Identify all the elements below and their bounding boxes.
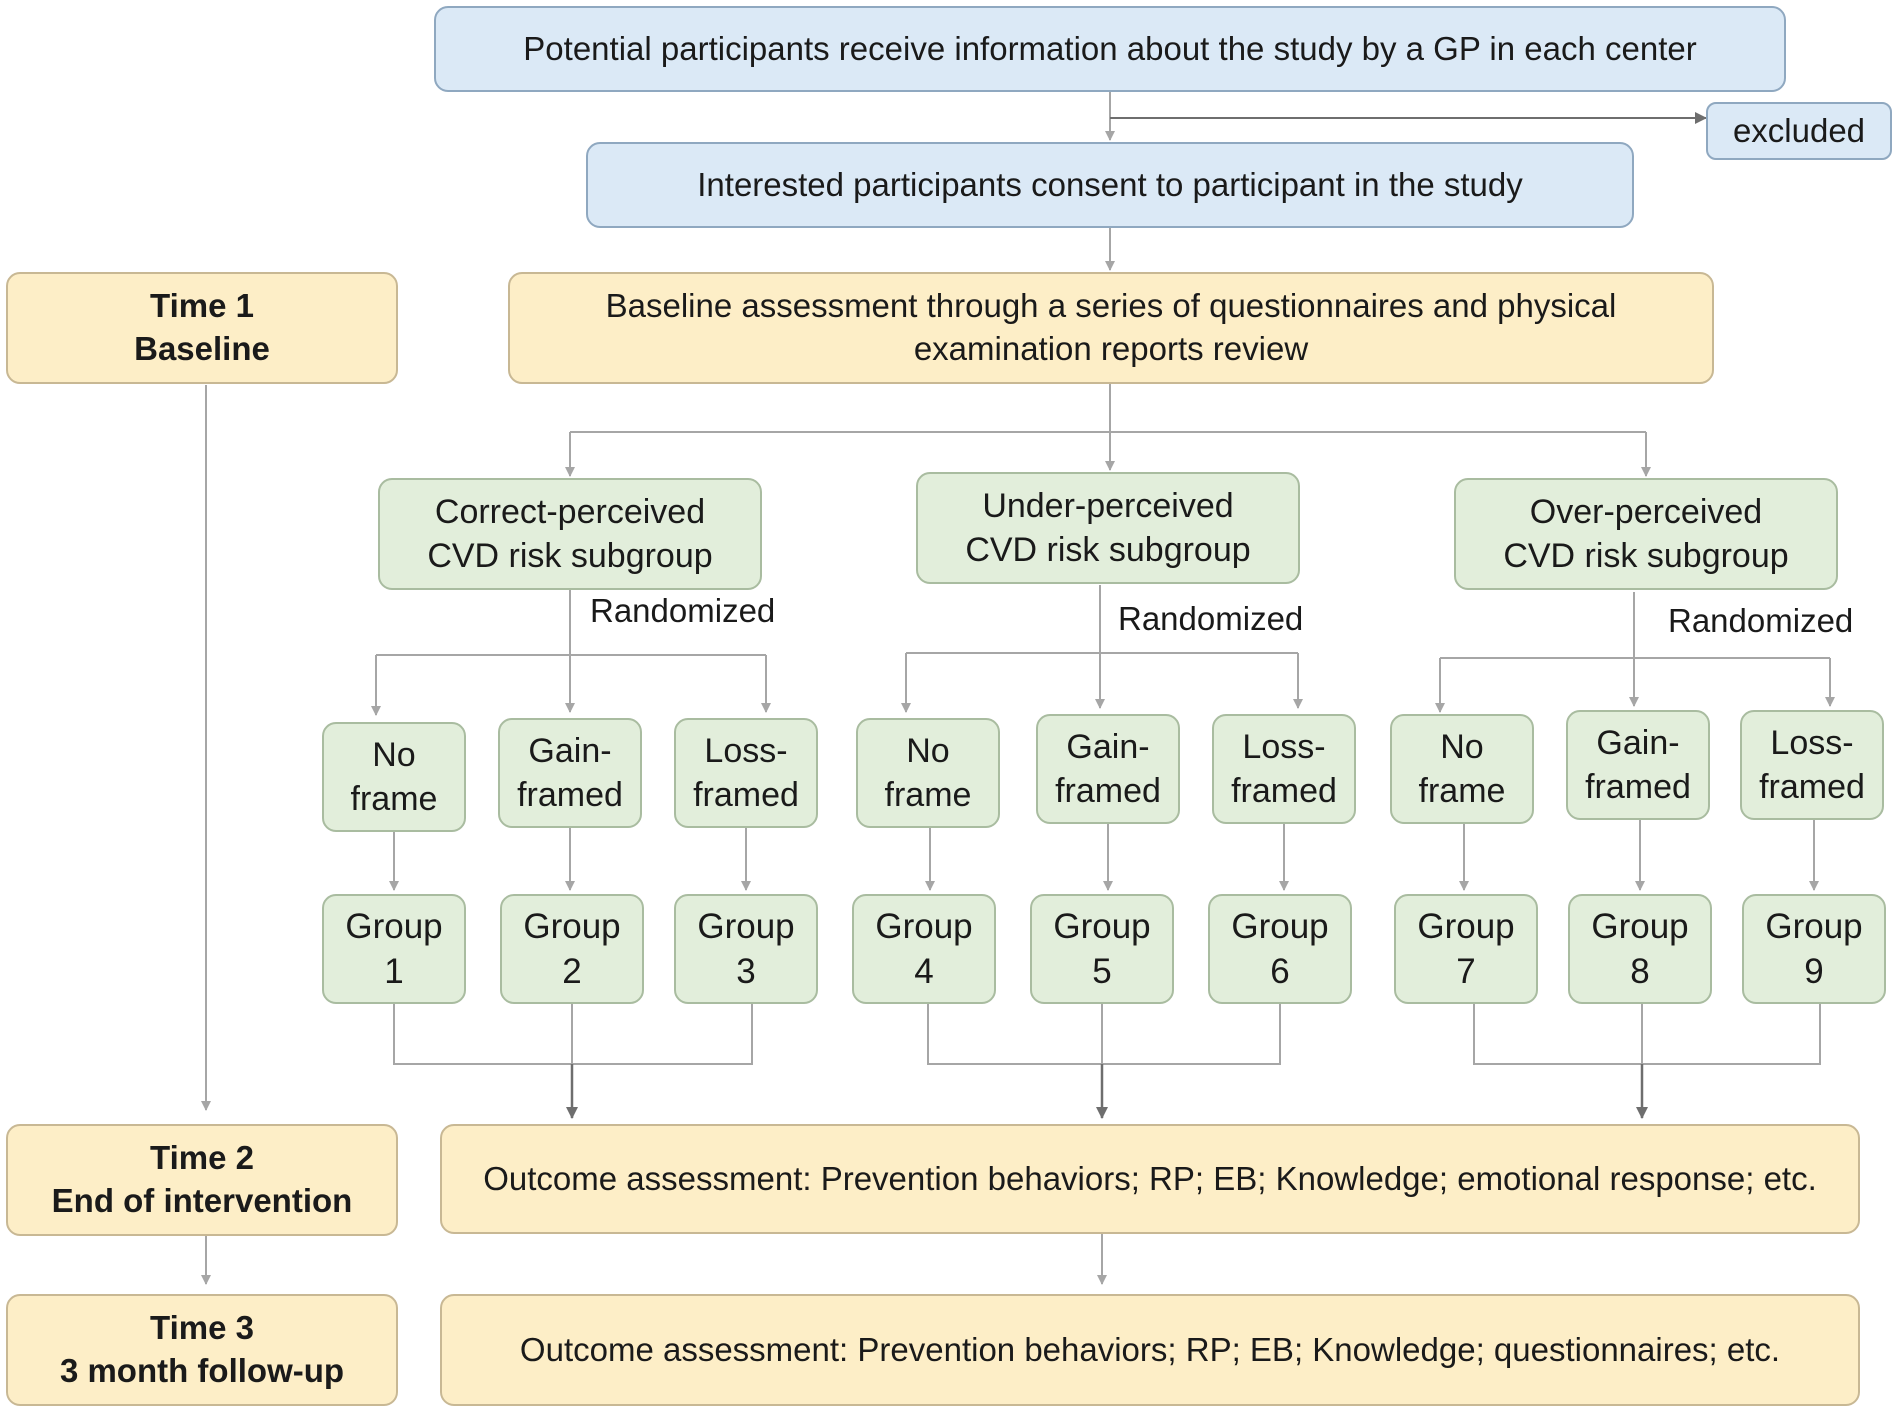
group-8: Group 8 (1568, 894, 1712, 1004)
excluded-text: excluded (1732, 111, 1866, 149)
time2-subtitle: End of intervention (51, 1182, 353, 1219)
frame-loss-3: Loss-framed (1740, 710, 1884, 820)
frame-no-3-line-1: No (1440, 727, 1484, 766)
frame-no-2-line-1: No (906, 731, 950, 770)
randomized-label-2: Randomized (1118, 600, 1304, 637)
group-9-label: Group (1765, 906, 1863, 946)
consent-text: Interested participants consent to parti… (697, 165, 1523, 203)
time3-title: Time 3 (150, 1309, 254, 1347)
group-3-label: Group (697, 906, 795, 946)
subgroup-correct-line-2: CVD risk subgroup (427, 537, 713, 575)
frame-no-2-line-2: frame (884, 776, 972, 814)
frame-loss-1-line-2: framed (693, 776, 799, 814)
arrow-baseline-split (570, 384, 1646, 433)
frame-gain-3-line-2: framed (1585, 768, 1691, 806)
frame-gain-2: Gain-framed (1036, 714, 1180, 824)
group-4-number: 4 (914, 952, 934, 991)
frame-loss-2-line-1: Loss- (1242, 727, 1326, 766)
frame-gain-1-line-1: Gain- (528, 731, 612, 770)
subgroup-under-line-1: Under-perceived (982, 486, 1234, 525)
frame-gain-3-line-1: Gain- (1596, 723, 1680, 762)
frame-loss-2-line-2: framed (1231, 772, 1337, 810)
frame-no-1-line-2: frame (350, 780, 438, 818)
subgroup-over: Over-perceived CVD risk subgroup (1454, 478, 1838, 590)
frame-gain-1-line-2: framed (517, 776, 623, 814)
frame-no-3-line-2: frame (1418, 772, 1506, 810)
group-7: Group 7 (1394, 894, 1538, 1004)
group-9: Group 9 (1742, 894, 1886, 1004)
frame-gain-1: Gain-framed (498, 718, 642, 828)
frame-no-1-line-1: No (372, 735, 416, 774)
group-5-label: Group (1053, 906, 1151, 946)
frame-gain-3: Gain-framed (1566, 710, 1710, 820)
frame-loss-3-line-1: Loss- (1770, 723, 1854, 762)
time3-subtitle: 3 month follow-up (59, 1352, 345, 1389)
frame-no-2: No frame (856, 718, 1000, 828)
group-3-number: 3 (736, 952, 756, 991)
group-6: Group 6 (1208, 894, 1352, 1004)
group-2: Group 2 (500, 894, 644, 1004)
group-5: Group 5 (1030, 894, 1174, 1004)
time1-subtitle: Baseline (134, 330, 270, 367)
excluded-box: excluded (1706, 102, 1892, 160)
group-4-label: Group (875, 906, 973, 946)
outcome-end-box: Outcome assessment: Prevention behaviors… (440, 1124, 1860, 1234)
group-4: Group 4 (852, 894, 996, 1004)
group-1-label: Group (345, 906, 443, 946)
time2-title: Time 2 (150, 1139, 254, 1177)
frame-no-1: No frame (322, 722, 466, 832)
frame-gain-2-line-2: framed (1055, 772, 1161, 810)
frame-loss-1-line-1: Loss- (704, 731, 788, 770)
info-box: Potential participants receive informati… (434, 6, 1786, 92)
group-8-number: 8 (1630, 952, 1650, 991)
frame-loss-1: Loss-framed (674, 718, 818, 828)
subgroup-over-line-2: CVD risk subgroup (1503, 537, 1789, 575)
outcome-followup-box: Outcome assessment: Prevention behaviors… (440, 1294, 1860, 1406)
group-6-label: Group (1231, 906, 1329, 946)
subgroup-correct-line-1: Correct-perceived (434, 492, 706, 531)
group-7-label: Group (1417, 906, 1515, 946)
group-6-number: 6 (1270, 952, 1290, 991)
subgroup-correct: Correct-perceived CVD risk subgroup (378, 478, 762, 590)
time2-box: Time 2 End of intervention (6, 1124, 398, 1236)
frame-gain-2-line-1: Gain- (1066, 727, 1150, 766)
baseline-box: Baseline assessment through a series of … (508, 272, 1714, 384)
group-5-number: 5 (1092, 952, 1112, 991)
frame-loss-3-line-2: framed (1759, 768, 1865, 806)
outcome-followup-text: Outcome assessment: Prevention behaviors… (519, 1330, 1781, 1368)
randomized-label-3: Randomized (1668, 602, 1854, 639)
outcome-end-text: Outcome assessment: Prevention behaviors… (483, 1159, 1817, 1197)
group-1: Group 1 (322, 894, 466, 1004)
group-8-label: Group (1591, 906, 1689, 946)
time1-title: Time 1 (150, 287, 254, 325)
group-2-number: 2 (562, 952, 582, 991)
randomized-label-1: Randomized (590, 592, 776, 629)
frame-no-3: No frame (1390, 714, 1534, 824)
time3-box: Time 3 3 month follow-up (6, 1294, 398, 1406)
group-3: Group 3 (674, 894, 818, 1004)
group-7-number: 7 (1456, 952, 1476, 991)
group-1-number: 1 (384, 952, 404, 991)
subgroup-over-line-1: Over-perceived (1529, 492, 1763, 531)
baseline-line-2: examination reports review (913, 330, 1309, 367)
subgroup-under: Under-perceived CVD risk subgroup (916, 472, 1300, 584)
baseline-line-1: Baseline assessment through a series of … (605, 287, 1617, 325)
group-9-number: 9 (1804, 952, 1824, 991)
info-text: Potential participants receive informati… (523, 29, 1697, 67)
frame-loss-2: Loss-framed (1212, 714, 1356, 824)
subgroup-under-line-2: CVD risk subgroup (965, 531, 1251, 569)
time1-box: Time 1 Baseline (6, 272, 398, 384)
consent-box: Interested participants consent to parti… (586, 142, 1634, 228)
group-2-label: Group (523, 906, 621, 946)
